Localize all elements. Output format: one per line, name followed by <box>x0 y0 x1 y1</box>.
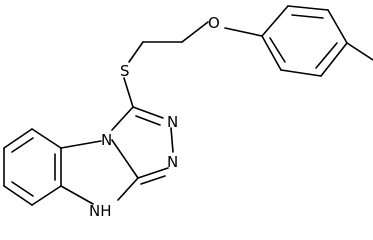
sulfur-triazole-bond <box>123 77 134 108</box>
triazole-ring <box>111 106 174 185</box>
nitrogen-upper-atom: N <box>167 113 178 131</box>
amine-nh-atom: NH <box>89 202 112 220</box>
chemical-structure: S O N N N NH <box>3 5 373 220</box>
tolyl-ring <box>261 5 348 77</box>
imidazole-ring <box>60 140 139 205</box>
aryl-oxygen-bond <box>224 27 263 37</box>
ch2-sulfur-bond <box>128 41 144 63</box>
oxygen-ch2-bond <box>181 21 209 43</box>
sulfur-atom: S <box>120 62 130 80</box>
methyl-bond <box>346 42 373 61</box>
nitrogen-fused-atom: N <box>101 131 112 149</box>
nitrogen-lower-atom: N <box>167 153 178 171</box>
structure-canvas: S O N N N NH <box>3 5 373 220</box>
oxygen-atom: O <box>208 14 220 32</box>
benzo-ring <box>3 128 62 206</box>
